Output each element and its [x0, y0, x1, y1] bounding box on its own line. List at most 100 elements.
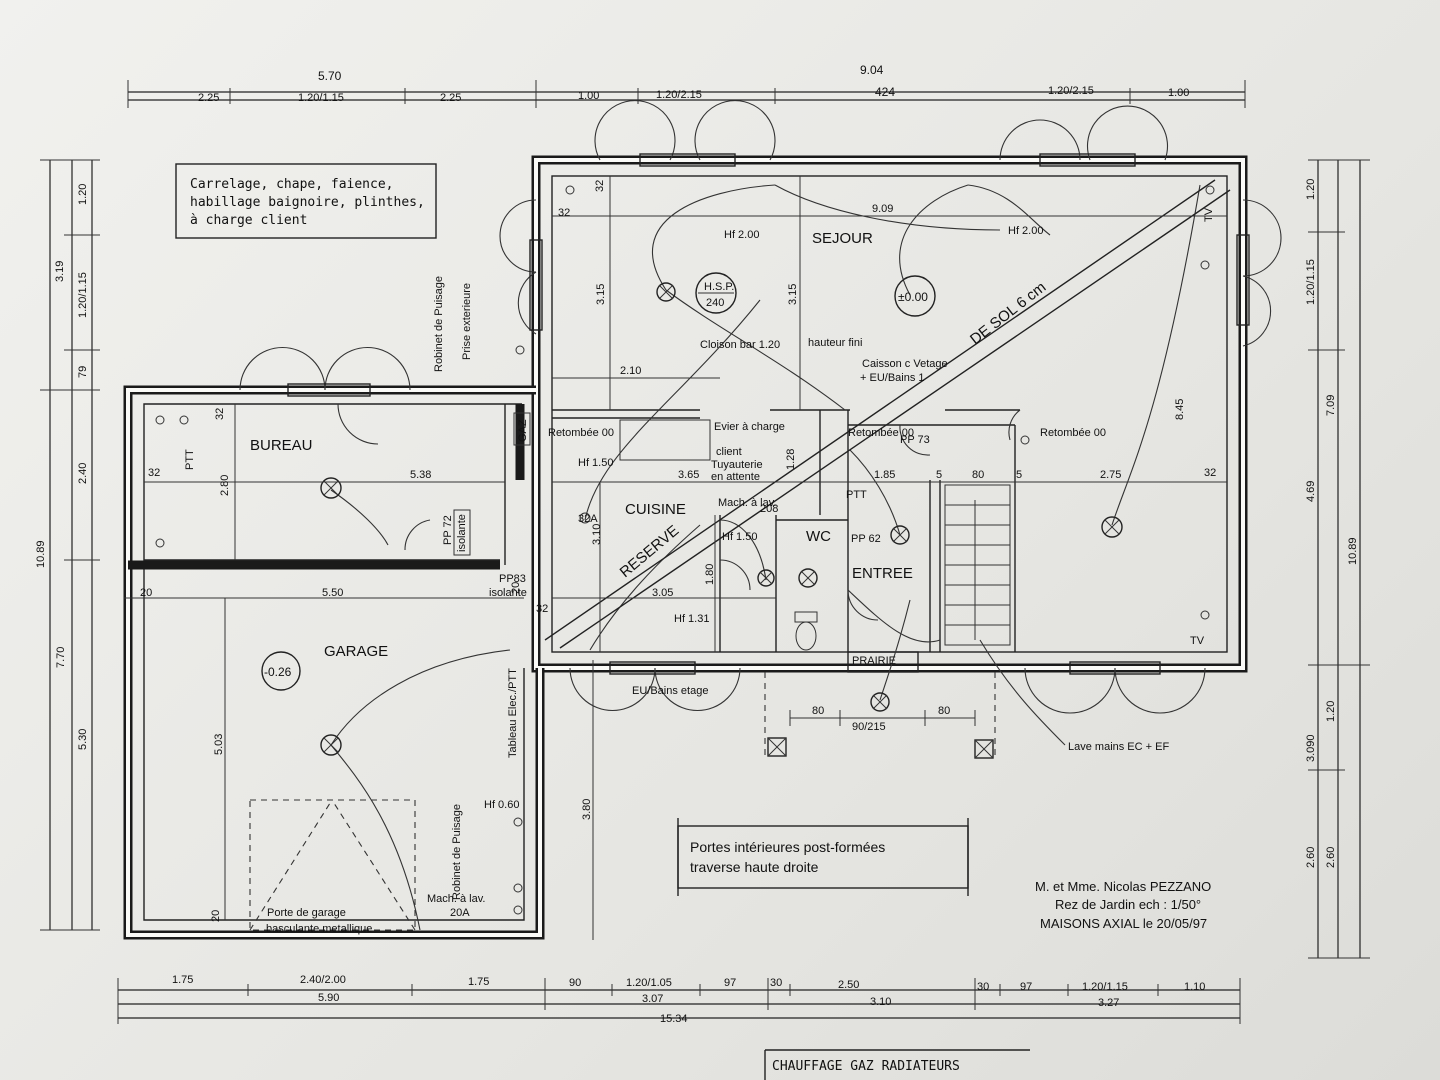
porte-garage-label-2: basculante metallique [266, 923, 372, 935]
client-note-box: Carrelage, chape, faience, habillage bai… [175, 163, 437, 239]
mach-lav-label: Mach. à lav. [427, 893, 486, 905]
isolante2-label: isolante [489, 587, 527, 599]
dim-sub-right: 424 [875, 85, 895, 99]
ceiling-light-cuisine [757, 569, 775, 587]
tuyau-label-2: en attente [711, 471, 760, 483]
dim-bottom-3: 1.75 [468, 976, 489, 988]
hf200a-label: Hf 2.00 [724, 229, 759, 241]
ptt-label: PTT [184, 449, 196, 470]
room-prairie: PRAIRIE [852, 655, 896, 667]
dim-inner-380: 3.80 [581, 799, 593, 820]
hsp-label-top: H.S.P. [704, 281, 734, 293]
hf150a-label: Hf 1.50 [578, 457, 613, 469]
sol-label: DE SOL 6 cm [967, 279, 1049, 349]
hf060-label: Hf 0.60 [484, 799, 519, 811]
dim-inner-128: 1.28 [785, 449, 797, 470]
dim-inner-315a: 3.15 [595, 284, 607, 305]
dim-inner-185: 1.85 [874, 469, 895, 481]
dim-left-5: 2.40 [77, 463, 89, 484]
dim-left-6: 10.89 [35, 540, 47, 568]
amp-label: 20A [450, 907, 470, 919]
annotations: GAZ PTT PP 72 isolante PP83 isolante PP … [184, 207, 1215, 935]
dim-inner-32e: 32 [214, 408, 226, 420]
dim-inner-503: 5.03 [213, 734, 225, 755]
dim-bottom-r3: 15.34 [660, 1013, 688, 1025]
doors-note-line1: Portes intérieures post-formées [690, 839, 885, 855]
ceiling-light-sejour-2 [1101, 516, 1123, 538]
pp83-label: PP83 [499, 573, 526, 585]
dim-bottom-8: 2.50 [838, 979, 859, 991]
tv-label-2: TV [1190, 635, 1205, 647]
ptt2-label: PTT [846, 489, 867, 501]
dim-bottom-5: 1.20/1.05 [626, 977, 672, 989]
hf200b-label: Hf 2.00 [1008, 225, 1043, 237]
eu-bains-label: EU/Bains etage [632, 685, 708, 697]
room-garage: GARAGE [324, 643, 388, 660]
pp62-label: PP 62 [851, 533, 881, 545]
dim-inner-5a: 5 [936, 469, 942, 481]
dim-bottom-1: 1.75 [172, 974, 193, 986]
dim-left-8: 5.30 [77, 729, 89, 750]
ceiling-light-garage [320, 734, 342, 756]
dim-top-c: 2.25 [440, 92, 461, 104]
dim-bottom-12: 1.10 [1184, 981, 1205, 993]
top-dimensions: 5.70 9.04 424 2.25 1.20/1.15 2.25 1.00 1… [127, 63, 1246, 108]
dim-bottom-4: 90 [569, 977, 581, 989]
ceiling-light-bureau [320, 477, 342, 499]
dim-inner-315b: 3.15 [787, 284, 799, 305]
dim-inner-20a: 20 [140, 587, 152, 599]
retombee-label-1: Retombée 00 [548, 427, 614, 439]
dim-left-2: 1.20 [77, 184, 89, 205]
cloison-label: Cloison bar 1.20 [700, 339, 780, 351]
gaz-label: GAZ [517, 419, 529, 442]
title-level: Rez de Jardin ech : 1/50° [1055, 897, 1201, 912]
dim-top-e: 1.20/2.15 [656, 89, 702, 101]
dim-bottom-r2-4: 3.27 [1098, 997, 1119, 1009]
dim-bottom-r2-3: 3.10 [870, 996, 891, 1008]
room-sejour: SEJOUR [812, 230, 873, 247]
caisson-label-2: + EU/Bains 1 [860, 372, 925, 384]
dim-inner-280: 2.80 [219, 475, 231, 496]
dim-inner-365: 3.65 [678, 469, 699, 481]
dim-left-1: 3.19 [54, 261, 66, 282]
dim-total-right: 9.04 [860, 63, 884, 77]
dim-bottom-11: 1.20/1.15 [1082, 981, 1128, 993]
dim-right-2: 1.20/1.15 [1305, 259, 1317, 305]
tv-label-1: TV [1203, 207, 1215, 222]
porte-garage-label-1: Porte de garage [267, 907, 346, 919]
hsp-label-bottom: 240 [706, 297, 724, 309]
dim-bottom-9: 30 [977, 981, 989, 993]
l32a-label: 32A [578, 513, 598, 525]
dim-inner-20c: 20 [510, 582, 522, 594]
dim-bottom-6: 97 [724, 977, 736, 989]
robinet-label-1: Robinet de Puisage [433, 276, 445, 372]
ceiling-light-porch [870, 692, 890, 712]
bottom-dimensions: 1.75 2.40/2.00 1.75 90 1.20/1.05 97 30 2… [117, 974, 1241, 1025]
dim-left-3: 1.20/1.15 [77, 272, 89, 318]
dim-top-f: 1.20/2.15 [1048, 85, 1094, 97]
dim-right-7: 3.090 [1305, 734, 1317, 762]
dim-right-5: 10.89 [1347, 537, 1359, 565]
electrical-wiring [330, 179, 1231, 940]
level-markers: H.S.P. 240 ±0.00 -0.26 [261, 272, 936, 691]
dim-right-1: 1.20 [1305, 179, 1317, 200]
dim-inner-80a: 80 [972, 469, 984, 481]
dim-inner-180: 1.80 [704, 564, 716, 585]
dim-top-d: 1.00 [578, 90, 599, 102]
l32b-label: 32 [536, 603, 548, 615]
doors-note-box: Portes intérieures post-formées traverse… [677, 818, 969, 896]
dim-right-4: 4.69 [1305, 481, 1317, 502]
dim-inner-80b: 80 [812, 705, 824, 717]
l208-label: 208 [760, 503, 778, 515]
hauteur-fini-label: hauteur fini [808, 337, 862, 349]
dim-bottom-7: 30 [770, 977, 782, 989]
dim-right-8: 2.60 [1305, 847, 1317, 868]
dim-inner-32a: 32 [594, 180, 606, 192]
walls [123, 155, 1248, 940]
client-note-line1: Carrelage, chape, faience, [190, 177, 394, 192]
openings [239, 100, 1282, 714]
reserve-label: RESERVE [617, 522, 683, 581]
dim-inner-32b: 32 [558, 207, 570, 219]
